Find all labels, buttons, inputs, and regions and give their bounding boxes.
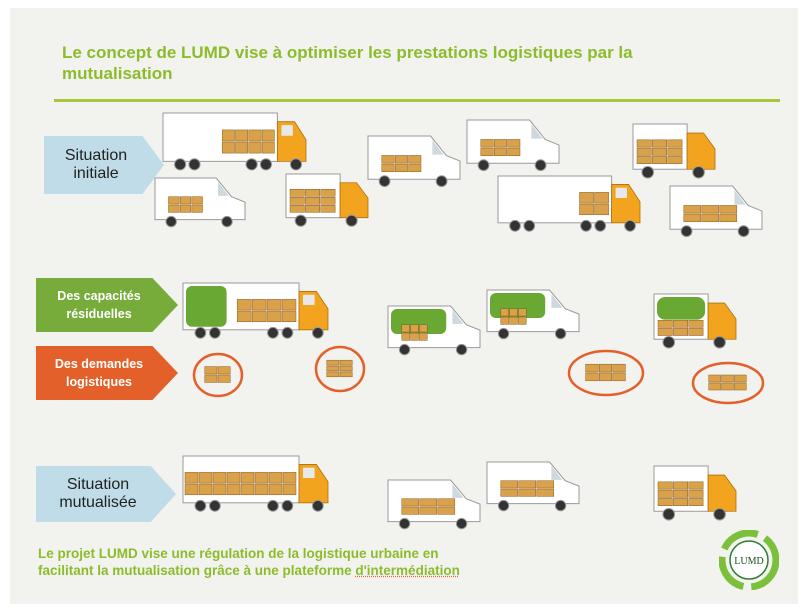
label-line: résiduelles: [66, 307, 132, 321]
truck-icon: [653, 465, 737, 521]
van-icon: [387, 305, 481, 356]
van-icon: [669, 185, 763, 238]
van-icon: [486, 461, 580, 512]
parcel-stack-icon: [314, 345, 366, 393]
title-divider: [54, 99, 780, 102]
title-line-1: Le concept de LUMD vise à optimiser les …: [62, 43, 633, 62]
capacites-residuelles-label: Des capacités résiduelles: [36, 278, 178, 332]
truck-icon: [182, 282, 329, 339]
bottom-caption: Le projet LUMD vise une régulation de la…: [38, 545, 698, 579]
label-line: mutualisée: [59, 494, 137, 511]
label-line: Des capacités: [57, 289, 141, 303]
label-line: initiale: [73, 165, 119, 182]
truck-icon: [653, 293, 737, 349]
truck-icon: [182, 455, 329, 512]
truck-icon: [285, 173, 369, 227]
label-line: Des demandes: [54, 357, 144, 371]
van-icon: [466, 119, 560, 172]
demandes-logistiques-label: Des demandes logistiques: [36, 346, 178, 400]
caption-line-2: facilitant la mutualisation grâce à une …: [38, 563, 356, 578]
vehicles: [154, 112, 765, 530]
label-line: logistiques: [66, 375, 132, 389]
truck-icon: [162, 112, 307, 171]
van-icon: [154, 177, 246, 228]
logo-text: LUMD: [734, 556, 763, 567]
van-icon: [367, 135, 461, 188]
parcel-stack-icon: [567, 349, 645, 397]
label-line: Situation: [66, 476, 130, 493]
parcel-stack-icon: [192, 352, 244, 398]
slide-title: Le concept de LUMD vise à optimiser les …: [62, 42, 782, 84]
recycle-logo-icon: LUMD: [719, 530, 779, 590]
van-icon: [486, 289, 580, 340]
title-line-2: mutualisation: [62, 64, 173, 83]
parcel-stack-icon: [691, 361, 765, 405]
truck-icon: [632, 123, 716, 179]
truck-icon: [497, 175, 641, 232]
slide: Le concept de LUMD vise à optimiser les …: [10, 8, 798, 604]
intermediation-word: d'intermédiation: [355, 563, 460, 578]
van-icon: [387, 479, 481, 530]
label-line: Situation: [64, 147, 128, 164]
caption-line-1: Le projet LUMD vise une régulation de la…: [38, 546, 439, 561]
